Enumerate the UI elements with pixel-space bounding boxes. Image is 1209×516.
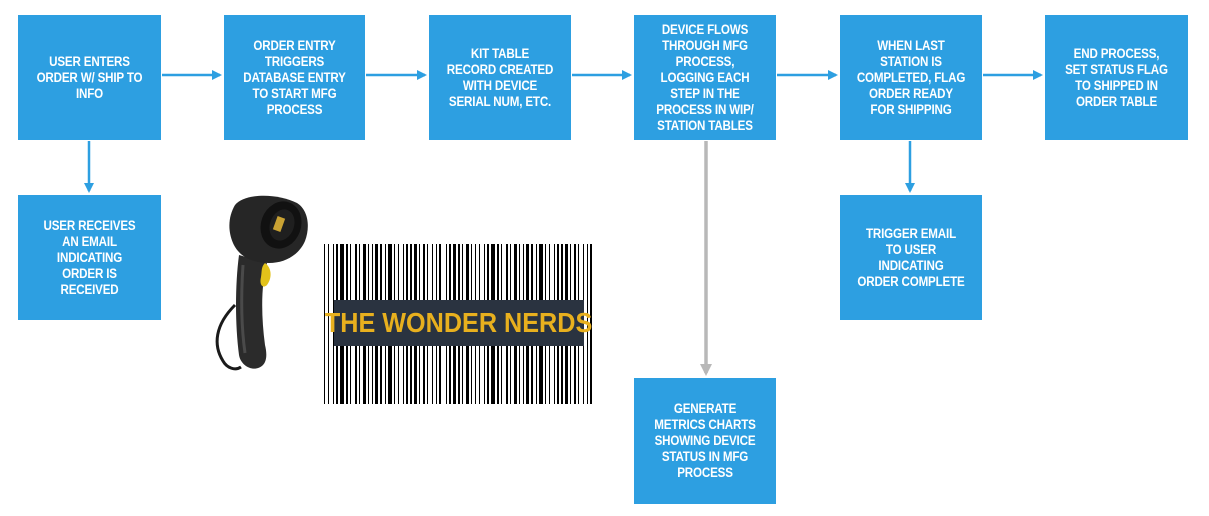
wonder-nerds-label: THE WONDER NERDS [325,300,593,346]
barcode-bar [587,244,588,404]
end-process-box: End process, set status flag to shipped … [1045,15,1188,140]
last-station-text: When last station is completed, flag ord… [856,37,966,117]
barcode-bar [590,244,592,404]
kit-table-text: Kit table record created with device ser… [446,45,554,109]
barcode-scanner-icon [215,195,308,371]
user-enters-order-box: User enters order w/ ship to info [18,15,161,140]
order-entry-text: Order entry triggers database entry to s… [243,37,346,117]
end-process-text: End process, set status flag to shipped … [1065,45,1168,109]
device-flows-box: Device flows through MFG process, loggin… [634,15,776,140]
generate-metrics-text: Generate metrics charts showing device s… [654,401,756,480]
barcode-bar [328,244,329,404]
last-station-box: When last station is completed, flag ord… [840,15,982,140]
trigger-email-text: Trigger email to user indicating order c… [857,225,965,289]
wonder-nerds-text: THE WONDER NERDS [325,307,593,338]
barcode-bar [333,244,334,404]
user-receives-email-text: User receives an email indicating order … [43,217,136,297]
trigger-email-box: Trigger email to user indicating order c… [840,195,982,320]
order-entry-box: Order entry triggers database entry to s… [224,15,365,140]
user-receives-email-box: User receives an email indicating order … [18,195,161,320]
device-flows-text: Device flows through MFG process, loggin… [656,21,754,133]
generate-metrics-box: Generate metrics charts showing device s… [634,378,776,504]
barcode-bar [324,244,325,404]
user-enters-order-text: User enters order w/ ship to info [36,53,143,101]
kit-table-box: Kit table record created with device ser… [429,15,571,140]
